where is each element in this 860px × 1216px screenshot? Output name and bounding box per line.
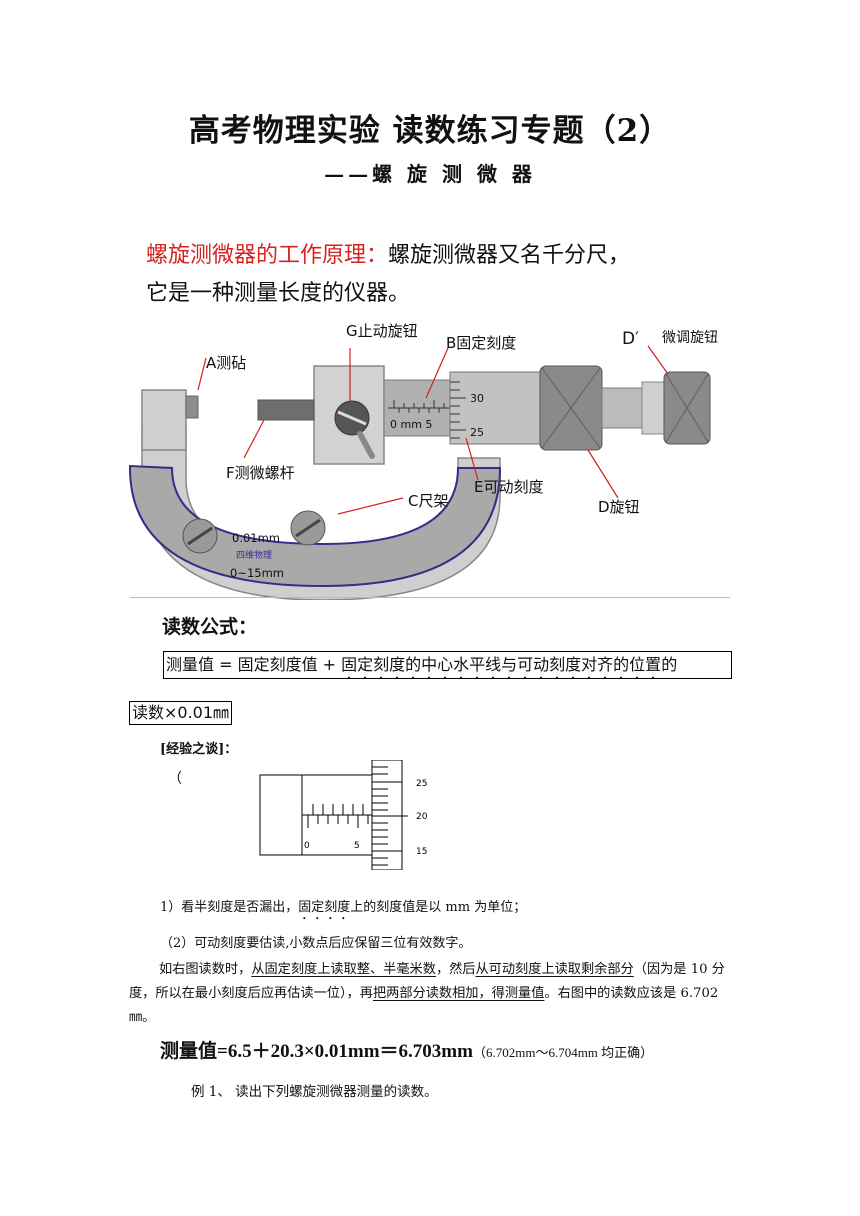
tip-1-a: 1）看半刻度是否漏出， [160,900,299,915]
result-main: 测量值=6.5＋20.3×0.01mm＝6.703mm [160,1041,473,1062]
principle-block: 螺旋测微器的工作原理：螺旋测微器又名千分尺， 它是一种测量长度的仪器。 [146,237,630,313]
para-p3: ，然后 [435,962,476,977]
page-subtitle: ——螺 旋 测 微 器 [324,162,536,186]
example-1: 例 1、 读出下列螺旋测微器测量的读数。 [191,1084,438,1100]
label-a: A测砧 [206,354,246,372]
formula-part-c: 的 [661,655,678,674]
label-d-prime-text: 微调旋钮 [662,330,718,346]
label-c: C尺架 [408,492,448,510]
formula-part-a: 测量值 = 固定刻度值 + [166,655,342,674]
experience-heading: [经验之谈]： [160,742,238,757]
result-line: 测量值=6.5＋20.3×0.01mm＝6.703mm（6.702mm～6.70… [160,1036,653,1063]
formula-part-b: 固定刻度的中心水平线与可动刻度对齐的位置 [341,655,662,674]
thimble-scale-ticks [372,766,408,866]
spindle [257,399,315,421]
para-p2: 从固定刻度上读取整、半毫米数 [251,962,436,977]
fixed-scale-ticks [307,804,369,828]
frame-range: 0~15mm [230,566,284,580]
label-f: F测微螺杆 [226,464,295,482]
formula-box-line2: 读数×0.01㎜ [129,701,233,725]
result-note: （6.702mm～6.704mm 均正确） [472,1045,654,1060]
frame-precision: 0.01mm [232,531,280,545]
scale-diagram: 0 5 25 20 15 [259,760,428,870]
thimble-30: 30 [470,392,484,405]
fixed-label-0: 0 [304,841,310,851]
tip-1-b: 固定刻度 [298,900,351,915]
label-b: B固定刻度 [446,334,516,352]
tip-1: 1）看半刻度是否漏出，固定刻度上的刻度值是以 mm 为单位； [160,896,526,923]
label-d: D旋钮 [598,498,640,516]
principle-heading: 螺旋测微器的工作原理： [146,243,389,268]
open-paren: （ [168,771,182,787]
micrometer-diagram: 0 mm 5 30 25 0.01mm 四维物理 0~15mm A测砧 G止动旋… [129,322,718,600]
thimble [449,371,541,445]
anvil [185,395,199,419]
principle-text2: 它是一种测量长度的仪器。 [146,281,411,306]
sleeve-scale-text: 0 mm 5 [390,418,432,431]
sleeve-ticks [393,400,445,413]
para-p4: 从可动刻度上读取剩余部分 [475,962,634,977]
frame-purple-band [129,464,502,588]
tip-2: （2）可动刻度要估读,小数点后应保留三位有效数字。 [160,936,472,951]
fixed-label-5: 5 [354,841,360,851]
formula-label: 读数公式： [162,616,258,638]
frame-left-arm [141,389,187,451]
label-e: E可动刻度 [474,478,543,496]
divider [130,597,730,598]
thimble-label-15: 15 [416,847,427,857]
formula-box: 测量值 = 固定刻度值 + 固定刻度的中心水平线与可动刻度对齐的位置的 [163,651,732,679]
para-p6: 把两部分读数相加，得测量值 [372,986,545,1001]
label-d-prime: D′ [622,329,639,349]
frame-logo: 四维物理 [236,549,272,561]
label-g: G止动旋钮 [346,322,418,340]
para-p1: 如右图读数时， [159,962,252,977]
explanation-paragraph: 如右图读数时，从固定刻度上读取整、半毫米数，然后从可动刻度上读取剩余部分（因为是… [129,958,733,1030]
page-title: 高考物理实验 读数练习专题（2） [188,113,672,149]
thimble-ticks [450,381,466,439]
para-p7: 。右图中的读数应该是 6.702㎜。 [129,986,719,1025]
para-p5: （因为是 10 分度，所以在最小刻度后应再估读一位），再 [129,962,725,1001]
thimble-label-25: 25 [416,779,427,789]
thimble-label-20: 20 [416,812,428,822]
tip-1-c: 上的刻度值是以 mm 为单位； [350,900,527,915]
principle-text1: 螺旋测微器又名千分尺， [388,243,631,268]
thimble-25: 25 [470,426,484,439]
